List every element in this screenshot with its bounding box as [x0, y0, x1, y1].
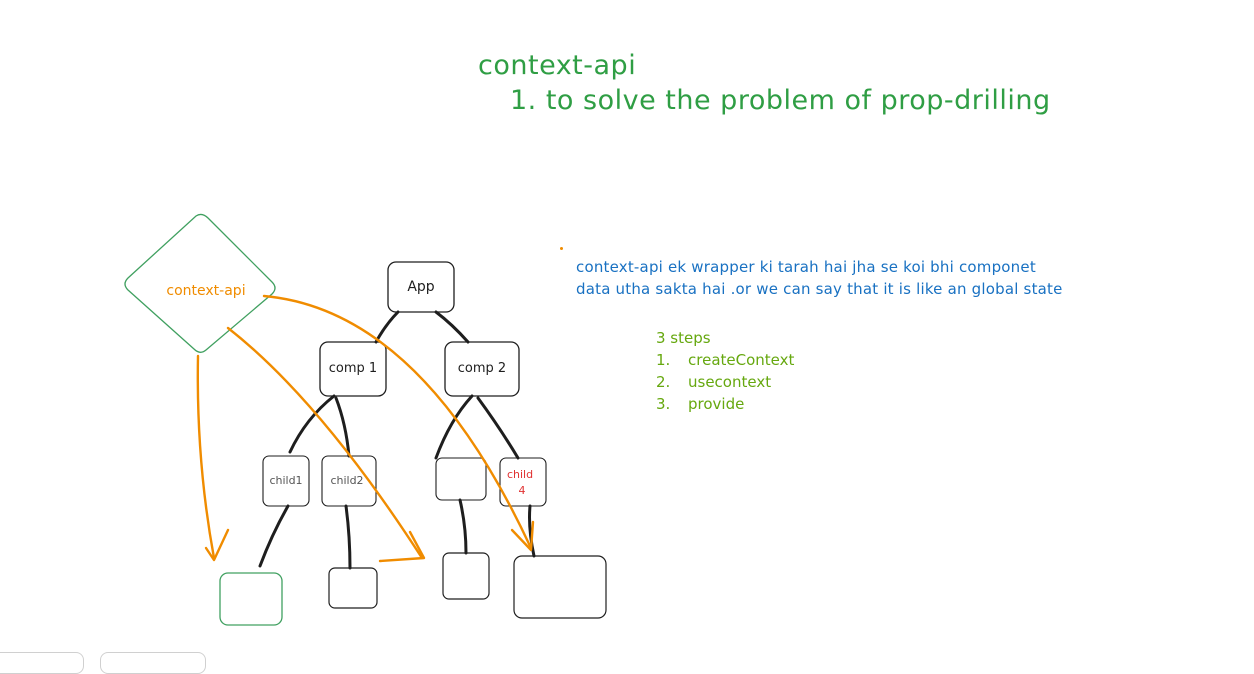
- step-text: createContext: [688, 351, 795, 369]
- context-arrow-2-head: [378, 530, 426, 563]
- child1-node: [262, 455, 310, 507]
- child3-node: [435, 457, 487, 501]
- diagram-canvas: context-api App comp 1 comp 2 child1 chi…: [124, 213, 607, 626]
- context-arrows: [196, 294, 535, 563]
- step-number: 3.: [656, 395, 671, 413]
- leaf-node-green: [219, 572, 283, 626]
- leaf-node-4: [513, 555, 607, 619]
- child4-node-label-line1: child: [507, 468, 533, 481]
- context-arrow-1-head: [204, 528, 230, 562]
- edge-child4-leaf4: [528, 504, 536, 558]
- context-arrow-3-head: [510, 520, 535, 552]
- undo-redo-controls[interactable]: [100, 652, 206, 674]
- tree-edges: [258, 310, 536, 570]
- child4-node-label-line2: 4: [519, 484, 526, 497]
- description-block: context-api ek wrapper ki tarah hai jha …: [576, 256, 1063, 300]
- accent-dot: [560, 247, 563, 250]
- page-subtitle: 1. to solve the problem of prop-drilling: [510, 85, 1051, 116]
- zoom-controls[interactable]: [0, 652, 84, 674]
- leaf-node-2: [328, 567, 378, 609]
- edge-child3-leaf3: [458, 498, 468, 555]
- title-block: context-api 1. to solve the problem of p…: [478, 50, 1051, 116]
- step-item: 2. usecontext: [656, 371, 794, 393]
- child1-node-label: child1: [269, 474, 302, 487]
- edge-comp1-child2: [334, 396, 351, 458]
- page-title: context-api: [478, 50, 637, 81]
- edge-comp2-child4: [476, 396, 520, 460]
- context-arrow-1: [196, 354, 216, 560]
- edge-app-comp1: [374, 310, 400, 344]
- edge-comp1-child1: [288, 394, 336, 454]
- step-text: usecontext: [688, 373, 772, 391]
- description-line-2: data utha sakta hai .or we can say that …: [576, 280, 1063, 298]
- step-item: 3. provide: [656, 393, 794, 415]
- child2-node-label: child2: [330, 474, 363, 487]
- edge-child1-leaf1: [258, 504, 290, 568]
- steps-block: 3 steps 1. createContext 2. usecontext 3. p…: [656, 327, 794, 415]
- context-arrow-3: [262, 294, 532, 548]
- comp2-node-label: comp 2: [458, 361, 506, 376]
- comp1-node: [319, 341, 387, 397]
- step-item: 1. createContext: [656, 349, 794, 371]
- leaf-node-3: [442, 552, 490, 600]
- step-text: provide: [688, 395, 745, 413]
- step-number: 2.: [656, 373, 671, 391]
- comp1-node-label: comp 1: [329, 361, 377, 376]
- description-line-1: context-api ek wrapper ki tarah hai jha …: [576, 258, 1036, 276]
- context-api-diamond: [124, 213, 276, 353]
- steps-heading: 3 steps: [656, 329, 711, 347]
- context-arrow-2: [226, 326, 424, 560]
- edge-comp2-child3: [434, 394, 474, 460]
- edge-child2-leaf2: [344, 504, 352, 570]
- app-node-label: App: [407, 279, 434, 295]
- app-node: [387, 261, 455, 313]
- comp2-node: [444, 341, 520, 397]
- edge-app-comp2: [434, 310, 470, 344]
- child4-node: [499, 457, 547, 507]
- step-number: 1.: [656, 351, 671, 369]
- context-api-diamond-label: context-api: [166, 283, 245, 299]
